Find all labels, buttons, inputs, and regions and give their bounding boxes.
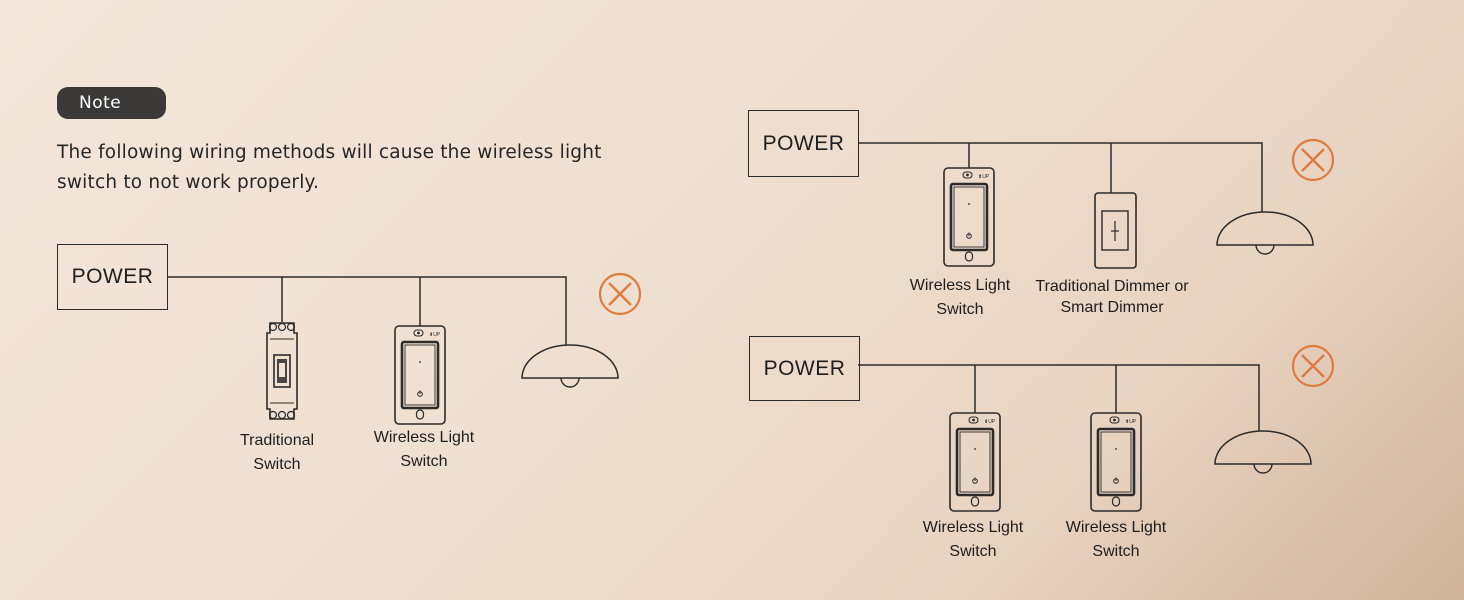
- traditional-switch-icon: [266, 322, 298, 420]
- note-badge: Note: [57, 87, 166, 119]
- wireless-switch-icon: [948, 411, 1002, 513]
- device-label: Wireless Light Switch: [910, 274, 1010, 322]
- device-label-line-1: Wireless Light: [1065, 519, 1167, 536]
- wire-main: [167, 276, 567, 345]
- device-label: Wireless Light Switch: [1066, 516, 1166, 564]
- note-text-line-2: switch to not work properly.: [57, 172, 320, 193]
- not-working-x-icon: [1291, 344, 1335, 388]
- not-working-x-icon: [1291, 138, 1335, 182]
- diagram-2: [858, 138, 1335, 269]
- power-box: POWER: [748, 110, 859, 177]
- power-box: POWER: [749, 336, 860, 401]
- power-box: POWER: [57, 244, 168, 310]
- device-label-line-1: Wireless Light: [373, 429, 475, 446]
- device-label-line-2: Smart Dimmer: [1060, 299, 1164, 316]
- note-text: The following wiring methods will cause …: [57, 138, 677, 198]
- wireless-switch-icon: [393, 324, 447, 426]
- wireless-switch-icon: [1089, 411, 1143, 513]
- device-label-line-2: Switch: [400, 453, 448, 470]
- diagram-1: [167, 272, 642, 426]
- lamp-icon: [521, 344, 619, 388]
- wire-main: [858, 142, 1263, 212]
- lamp-icon: [1216, 211, 1314, 255]
- device-label-line-1: Traditional Dimmer or: [1035, 278, 1189, 295]
- device-label: Traditional Dimmer or Smart Dimmer: [1035, 276, 1188, 318]
- diagram-3: [858, 344, 1335, 513]
- device-label-line-2: Switch: [949, 543, 997, 560]
- wire-main: [858, 364, 1260, 431]
- not-working-x-icon: [598, 272, 642, 316]
- device-label-line-2: Switch: [253, 456, 301, 473]
- device-label-line-1: Traditional: [239, 432, 315, 449]
- device-label-line-1: Wireless Light: [922, 519, 1024, 536]
- device-label-line-2: Switch: [936, 301, 984, 318]
- wireless-switch-icon: [942, 166, 996, 268]
- device-label-line-1: Wireless Light: [909, 277, 1011, 294]
- device-label: Wireless Light Switch: [374, 426, 474, 474]
- note-text-line-1: The following wiring methods will cause …: [57, 142, 602, 163]
- device-label: Wireless Light Switch: [923, 516, 1023, 564]
- lamp-icon: [1214, 430, 1312, 474]
- device-label: Traditional Switch: [240, 429, 314, 477]
- device-label-line-2: Switch: [1092, 543, 1140, 560]
- dimmer-icon: [1094, 192, 1137, 269]
